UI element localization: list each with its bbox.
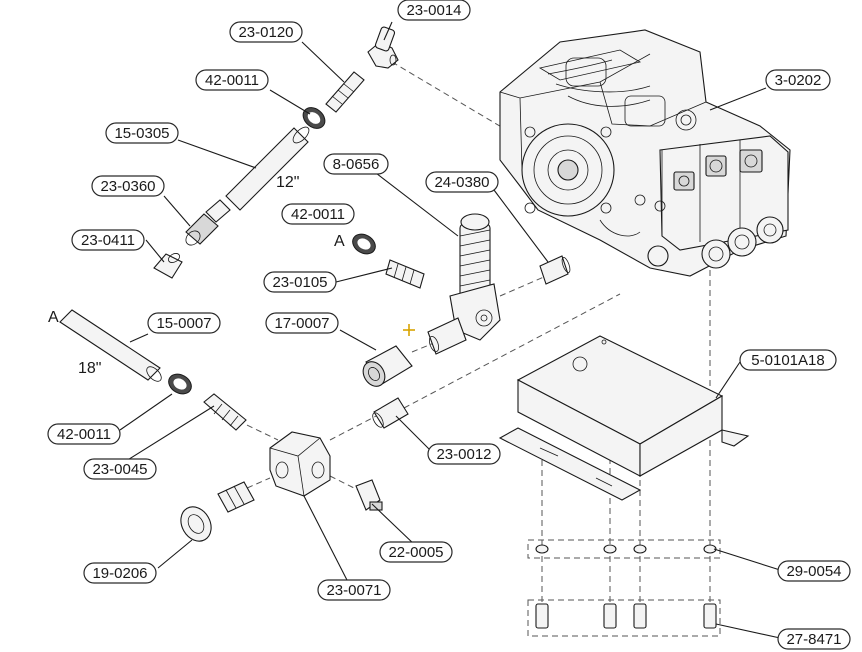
callout-22-0005: 22-0005 — [379, 541, 453, 563]
svg-text:15-0305: 15-0305 — [114, 125, 169, 142]
svg-text:23-0120: 23-0120 — [238, 24, 293, 41]
unloader-8-0656 — [427, 213, 501, 355]
fitting-23-0360 — [185, 199, 231, 246]
connection-marker-a-mid: A — [334, 233, 345, 250]
connection-marker-a-left: A — [48, 309, 59, 326]
svg-text:23-0071: 23-0071 — [326, 582, 381, 599]
svg-text:24-0380: 24-0380 — [434, 174, 489, 191]
bolts-27-8471 — [535, 603, 717, 629]
hose-length-12: 12" — [276, 174, 299, 191]
callout-17-0007: 17-0007 — [265, 312, 339, 334]
hose-length-18: 18" — [78, 360, 101, 377]
svg-text:23-0411: 23-0411 — [81, 232, 135, 249]
pump-3-0202 — [499, 29, 791, 277]
callout-23-0071: 23-0071 — [317, 579, 391, 601]
svg-text:23-0012: 23-0012 — [436, 446, 491, 463]
svg-text:42-0011: 42-0011 — [291, 206, 345, 223]
callout-19-0206: 19-0206 — [83, 562, 157, 584]
callout-42-0011-low: 42-0011 — [47, 423, 121, 445]
washers-29-0054 — [535, 544, 717, 554]
clamp-42-0011-low — [168, 373, 192, 395]
callout-5-0101A18: 5-0101A18 — [739, 349, 837, 371]
svg-text:23-0105: 23-0105 — [272, 274, 327, 291]
callout-42-0011-top: 42-0011 — [195, 69, 269, 91]
callout-24-0380: 24-0380 — [425, 171, 499, 193]
svg-text:3-0202: 3-0202 — [775, 72, 822, 89]
quick-coupler-17-0007 — [362, 345, 413, 387]
nipple-23-0012 — [372, 397, 409, 429]
leader-lines — [117, 21, 781, 639]
svg-text:5-0101A18: 5-0101A18 — [751, 352, 824, 369]
callout-23-0105: 23-0105 — [263, 271, 337, 293]
svg-text:19-0206: 19-0206 — [92, 565, 147, 582]
callout-27-8471: 27-8471 — [777, 628, 851, 650]
callout-23-0411: 23-0411 — [71, 229, 145, 251]
callout-23-0360: 23-0360 — [91, 175, 165, 197]
hose-15-0007 — [59, 309, 162, 382]
svg-text:27-8471: 27-8471 — [786, 631, 841, 648]
svg-text:15-0007: 15-0007 — [156, 315, 211, 332]
svg-text:23-0045: 23-0045 — [92, 461, 147, 478]
svg-text:42-0011: 42-0011 — [205, 72, 259, 89]
nipple-23-0105 — [385, 259, 425, 289]
svg-text:29-0054: 29-0054 — [786, 563, 841, 580]
base-5-0101A18 — [498, 335, 750, 501]
callout-15-0305: 15-0305 — [105, 122, 179, 144]
svg-text:23-0360: 23-0360 — [100, 178, 155, 195]
callout-23-0012: 23-0012 — [427, 443, 501, 465]
clamp-42-0011-top — [302, 107, 326, 129]
svg-text:42-0011: 42-0011 — [57, 426, 111, 443]
clamp-42-0011-mid — [352, 233, 376, 255]
elbow-23-0014 — [367, 26, 399, 69]
svg-text:17-0007: 17-0007 — [274, 315, 329, 332]
callout-8-0656: 8-0656 — [323, 153, 389, 175]
callout-29-0054: 29-0054 — [777, 560, 851, 582]
fitting-24-0380 — [539, 255, 571, 285]
fitting-23-0411 — [153, 253, 183, 279]
nipple-23-0045 — [203, 393, 247, 431]
callout-3-0202: 3-0202 — [765, 69, 831, 91]
callout-15-0007: 15-0007 — [147, 312, 221, 334]
svg-text:8-0656: 8-0656 — [333, 156, 380, 173]
callout-23-0120: 23-0120 — [229, 21, 303, 43]
nipple-23-0120 — [325, 71, 365, 113]
callout-23-0014: 23-0014 — [397, 0, 471, 21]
svg-text:23-0014: 23-0014 — [406, 2, 461, 19]
callout-42-0011-mid: 42-0011 — [281, 203, 355, 225]
crosshair-icon — [403, 324, 415, 336]
cross-23-0071 — [269, 431, 331, 497]
hose-15-0305 — [225, 126, 310, 211]
callout-23-0045: 23-0045 — [83, 458, 157, 480]
valve-22-0005 — [355, 479, 383, 511]
svg-text:22-0005: 22-0005 — [388, 544, 443, 561]
nozzle-19-0206 — [180, 481, 255, 542]
